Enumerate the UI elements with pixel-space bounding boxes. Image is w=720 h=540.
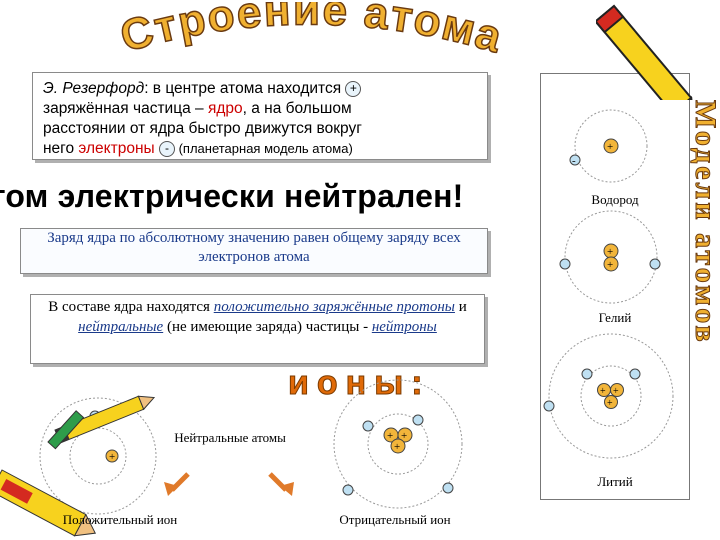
negative-ion-atom: +++ [334, 380, 462, 508]
svg-text:+: + [607, 141, 613, 153]
rutherford-text-3: , а на большом [243, 100, 352, 117]
rutherford-line-3: расстоянии от ядра быстро движутся вокру… [43, 119, 477, 139]
nucleus-word: ядро [208, 100, 243, 117]
title-word-art: Строение атома [95, 2, 525, 62]
rutherford-text-1: : в центре атома находится [144, 80, 345, 97]
composition-text-3: (не имеющие заряда) частицы - [163, 319, 372, 335]
neutral-heading-text: Атом электрически нейтрален! [0, 178, 464, 214]
helium-atom: ++ [560, 211, 660, 303]
protons-phrase: положительно заряжённые протоны [214, 299, 455, 315]
models-title-text: Модели атомов [689, 100, 720, 345]
lithium-atom: +++ [544, 334, 673, 458]
neutral-heading: Атом электрически нейтрален! [0, 178, 520, 222]
svg-text:+: + [607, 259, 613, 271]
atom-models-panel: + - ++ +++ Водород Гелий Литий [540, 73, 690, 500]
rutherford-text-2: заряжённая частица – [43, 100, 208, 117]
svg-text:+: + [600, 386, 606, 397]
svg-text:+: + [607, 398, 613, 409]
rutherford-line-1: Э. Резерфорд: в центре атома находится + [43, 79, 477, 99]
atom-models-diagram: + - ++ +++ [541, 74, 689, 499]
electrons-word: электроны [78, 140, 154, 157]
svg-text:+: + [387, 430, 393, 442]
charge-text: Заряд ядра по абсолютному значению равен… [47, 230, 461, 265]
svg-text:+: + [607, 246, 613, 258]
arrow-to-positive-icon [164, 474, 188, 496]
rutherford-name: Э. Резерфорд [43, 80, 144, 97]
rutherford-text-6: (планетарная модель атома) [175, 141, 353, 156]
neutral-word: нейтральные [78, 319, 163, 335]
charge-box: Заряд ядра по абсолютному значению равен… [20, 228, 488, 274]
arrow-to-negative-icon [270, 474, 294, 496]
composition-text-2: и [455, 299, 467, 315]
title-text: Строение атома [115, 2, 509, 62]
rutherford-box: Э. Резерфорд: в центре атома находится +… [32, 72, 488, 160]
models-vertical-title: Модели атомов [688, 96, 720, 486]
composition-text-1: В составе ядра находятся [48, 299, 213, 315]
svg-text:+: + [394, 441, 400, 453]
hydrogen-atom: + - [570, 110, 647, 182]
helium-label: Гелий [541, 310, 689, 326]
composition-box: В составе ядра находятся положительно за… [30, 294, 485, 364]
neutral-atoms-label: Нейтральные атомы [170, 430, 290, 446]
rutherford-text-5: него [43, 140, 78, 157]
svg-text:-: - [572, 155, 576, 167]
svg-text:+: + [109, 451, 115, 463]
plus-charge-icon: + [345, 81, 361, 97]
rutherford-line-2: заряжённая частица – ядро, а на большом [43, 99, 477, 119]
hydrogen-label: Водород [541, 192, 689, 208]
rutherford-line-4: него электроны - (планетарная модель ато… [43, 139, 477, 159]
svg-text:+: + [613, 386, 619, 397]
positive-ion-label: Положительный ион [25, 512, 215, 528]
neutrons-word: нейтроны [372, 319, 437, 335]
minus-charge-icon: - [159, 141, 175, 157]
svg-text:+: + [401, 430, 407, 442]
negative-ion-label: Отрицательный ион [305, 512, 485, 528]
lithium-label: Литий [541, 474, 689, 490]
pencil-icon [596, 0, 720, 100]
